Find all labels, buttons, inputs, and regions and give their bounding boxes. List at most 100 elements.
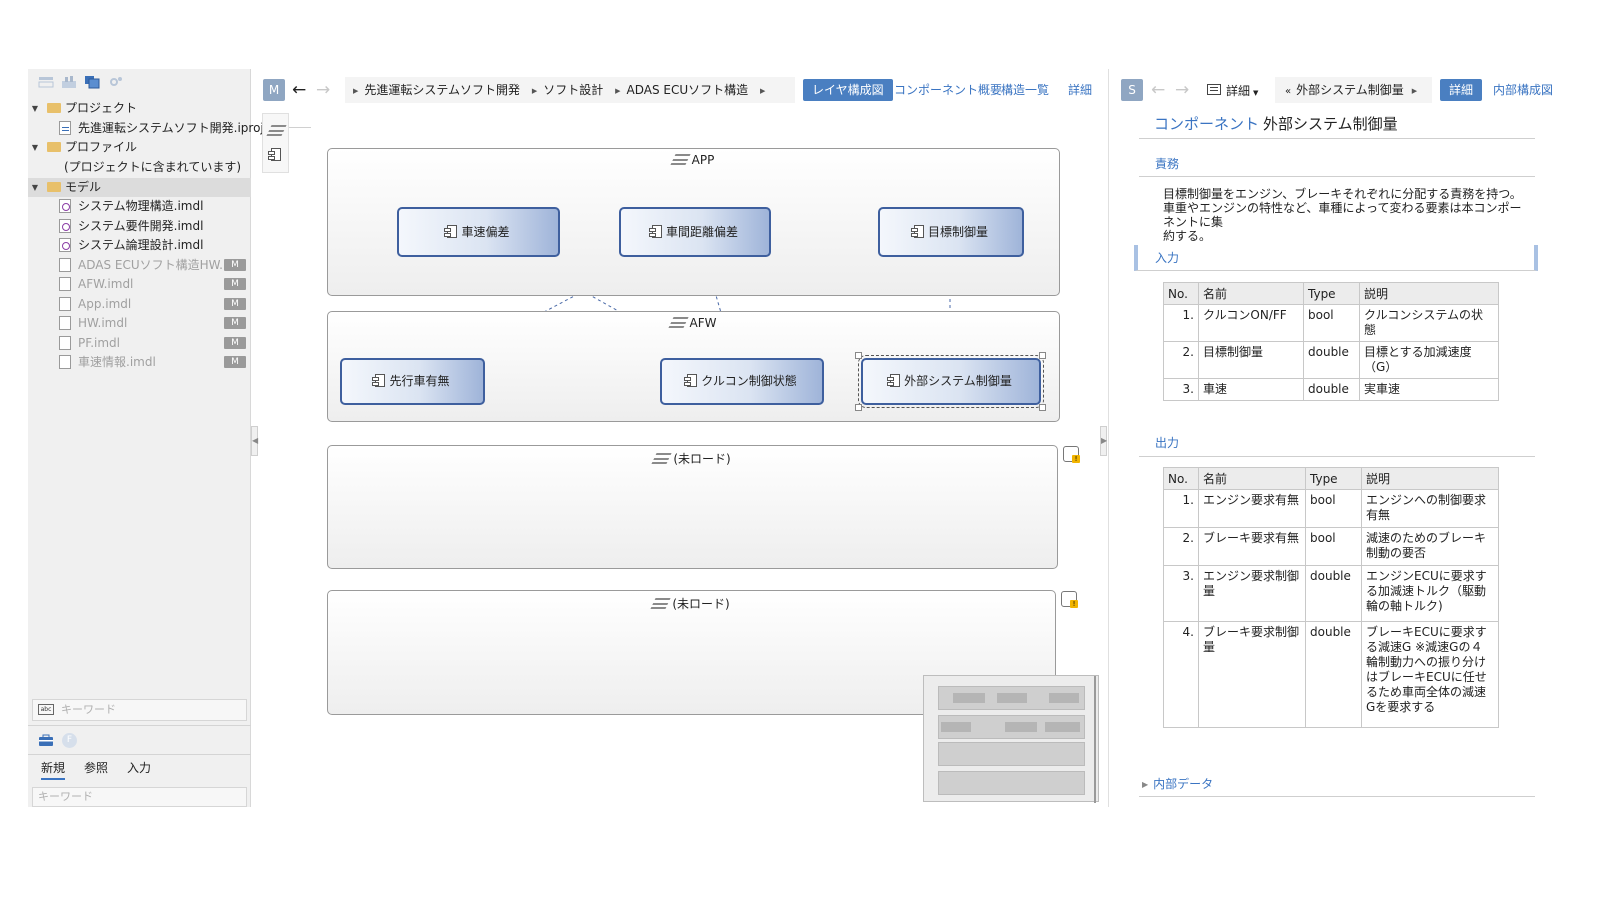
tree-item-unloaded-file[interactable]: HW.imdl M <box>28 314 251 333</box>
cell-desc: 実車速 <box>1359 378 1499 401</box>
settings-icon[interactable] <box>108 75 124 89</box>
component-cruise-control-state[interactable]: クルコン制御状態 <box>660 358 824 405</box>
component-preceding-vehicle[interactable]: 先行車有無 <box>340 358 485 405</box>
tree-item-label: 先進運転システムソフト開発.iproj <box>78 121 264 135</box>
tab-input[interactable]: 入力 <box>127 761 152 775</box>
expand-arrow-icon[interactable]: ▼ <box>31 143 39 152</box>
tree-item-unloaded-file[interactable]: ADAS ECUソフト構造HW.imdl M <box>28 256 251 275</box>
outputs-table: No. 名前 Type 説明 1. エンジン要求有無 bool エンジンへの制御… <box>1163 467 1499 728</box>
right-splitter-toggle[interactable]: ▶ <box>1100 426 1107 456</box>
layer-unloaded[interactable]: (未ロード) <box>327 445 1058 569</box>
cell-name: エンジン要求有無 <box>1198 489 1306 528</box>
load-warning-icon[interactable] <box>1061 591 1078 608</box>
layout-icon[interactable] <box>38 75 54 89</box>
breadcrumb-item[interactable]: 先進運転システムソフト開発 <box>364 83 521 97</box>
tree-item-label: システム要件開発.imdl <box>78 219 204 233</box>
tree-item-model-file[interactable]: システム要件開発.imdl <box>28 217 251 236</box>
detail-dropdown[interactable]: 詳細▼ <box>1226 82 1258 99</box>
expand-arrow-icon[interactable]: ▼ <box>31 183 39 192</box>
tab-detail[interactable]: 詳細 <box>1068 83 1093 97</box>
load-warning-icon[interactable] <box>1063 446 1080 463</box>
cell-desc: エンジンECUに要求する加減速トルク（駆動輪の軸トルク) <box>1361 565 1499 622</box>
breadcrumb-item[interactable]: 外部システム制御量 <box>1296 83 1404 97</box>
breadcrumb-item[interactable]: ADAS ECUソフト構造 <box>626 83 749 97</box>
resize-handle[interactable] <box>855 404 862 411</box>
tree-item-unloaded-file[interactable]: App.imdl M <box>28 295 251 314</box>
cell-desc: 目標とする加減速度（G） <box>1359 341 1499 379</box>
windows-icon[interactable] <box>84 75 100 89</box>
divider <box>1139 176 1535 177</box>
tree-item-model[interactable]: ▼ モデル <box>28 178 251 197</box>
tree-item-project[interactable]: ▼ プロジェクト <box>28 99 251 118</box>
left-splitter-toggle[interactable]: ◀ <box>251 426 258 456</box>
component-label: 車間距離偏差 <box>665 225 738 239</box>
model-explorer-panel: ▼ プロジェクト 先進運転システムソフト開発.iproj ▼ プロファイル (プ… <box>28 69 264 807</box>
cell-no: 2. <box>1163 341 1199 379</box>
table-header-row: No. 名前 Type 説明 <box>1163 467 1499 490</box>
cell-name: クルコンON/FF <box>1198 304 1304 342</box>
tab-detail-active[interactable]: 詳細 <box>1440 79 1483 101</box>
resize-handle[interactable] <box>855 352 862 359</box>
section-header-responsibility: 責務 <box>1155 157 1180 171</box>
back-arrow-icon[interactable]: ← <box>292 80 307 100</box>
diagram-overview-minimap[interactable] <box>923 675 1099 803</box>
tab-internal-diagram[interactable]: 内部構成図 <box>1493 83 1554 97</box>
chevron-right-icon: ▶ <box>531 87 538 95</box>
table-row: 3. 車速 double 実車速 <box>1163 378 1499 401</box>
layer-name: APP <box>691 153 715 167</box>
modified-badge: M <box>224 337 246 349</box>
filter-icon[interactable]: F <box>62 733 77 748</box>
tree-item-unloaded-file[interactable]: 車速情報.imdl M <box>28 353 251 372</box>
chevron-right-icon: ▶ <box>1142 780 1149 789</box>
tab-layer-diagram[interactable]: レイヤ構成図 <box>803 79 893 101</box>
forward-arrow-icon[interactable]: → <box>1175 80 1190 100</box>
bottom-search-input[interactable]: キーワード <box>32 787 247 807</box>
column-header: Type <box>1303 282 1360 305</box>
tree-item-profile[interactable]: ▼ プロファイル <box>28 138 251 157</box>
diagram-palette <box>262 113 289 173</box>
cell-no: 1. <box>1163 489 1199 528</box>
chevron-double-left-icon[interactable]: « <box>1285 86 1292 97</box>
chart-icon[interactable] <box>61 75 77 89</box>
tree-item-project-file[interactable]: 先進運転システムソフト開発.iproj <box>28 119 264 138</box>
component-target-control[interactable]: 目標制御量 <box>878 207 1024 257</box>
tree-item-label: プロジェクト <box>65 101 138 115</box>
component-vehicle-speed-deviation[interactable]: 車速偏差 <box>397 207 560 257</box>
detail-breadcrumb: «外部システム制御量▶ <box>1275 77 1432 103</box>
cell-no: 2. <box>1163 527 1199 566</box>
tree-item-unloaded-file[interactable]: AFW.imdl M <box>28 275 251 294</box>
component-external-system-control[interactable]: 外部システム制御量 <box>858 355 1044 408</box>
tree-item-unloaded-file[interactable]: PF.imdl M <box>28 334 251 353</box>
divider <box>1139 138 1535 139</box>
folder-icon <box>47 103 61 113</box>
tab-reference[interactable]: 参照 <box>84 761 109 775</box>
inputs-table: No. 名前 Type 説明 1. クルコンON/FF bool クルコンシステ… <box>1163 282 1499 401</box>
expand-arrow-icon[interactable]: ▼ <box>31 104 39 113</box>
tree-search-input[interactable]: abc キーワード <box>32 699 247 721</box>
mode-badge: S <box>1121 79 1143 101</box>
back-arrow-icon[interactable]: ← <box>1151 80 1166 100</box>
toolbox-icon[interactable] <box>38 734 54 747</box>
tree-item-label: 車速情報.imdl <box>78 355 156 369</box>
cell-desc: エンジンへの制御要求有無 <box>1361 489 1499 528</box>
tab-structure-list[interactable]: 構造一覧 <box>1001 83 1050 97</box>
resize-handle[interactable] <box>1039 352 1046 359</box>
forward-arrow-icon[interactable]: → <box>316 80 331 100</box>
resize-handle[interactable] <box>1039 404 1046 411</box>
minimap-layer <box>938 742 1085 766</box>
tree-item-label: (プロジェクトに含まれています) <box>64 160 242 174</box>
tree-item-model-file[interactable]: システム論理設計.imdl <box>28 236 251 255</box>
detail-dropdown-label: 詳細 <box>1226 84 1251 98</box>
tree-item-label: システム物理構造.imdl <box>78 199 204 213</box>
tab-new[interactable]: 新規 <box>41 759 66 780</box>
internal-data-section[interactable]: ▶内部データ <box>1142 775 1213 792</box>
breadcrumb-item[interactable]: ソフト設計 <box>543 83 604 97</box>
layer-title: (未ロード) <box>328 595 1055 612</box>
tree-item-model-file[interactable]: システム物理構造.imdl <box>28 197 251 216</box>
column-header: No. <box>1163 467 1199 490</box>
tab-component-overview[interactable]: コンポーネント概要 <box>894 83 1003 97</box>
table-row: 1. クルコンON/FF bool クルコンシステムの状態 <box>1163 304 1499 342</box>
cell-desc: クルコンシステムの状態 <box>1359 304 1499 342</box>
component-headway-deviation[interactable]: 車間距離偏差 <box>619 207 771 257</box>
component-tool-icon[interactable] <box>268 148 285 162</box>
